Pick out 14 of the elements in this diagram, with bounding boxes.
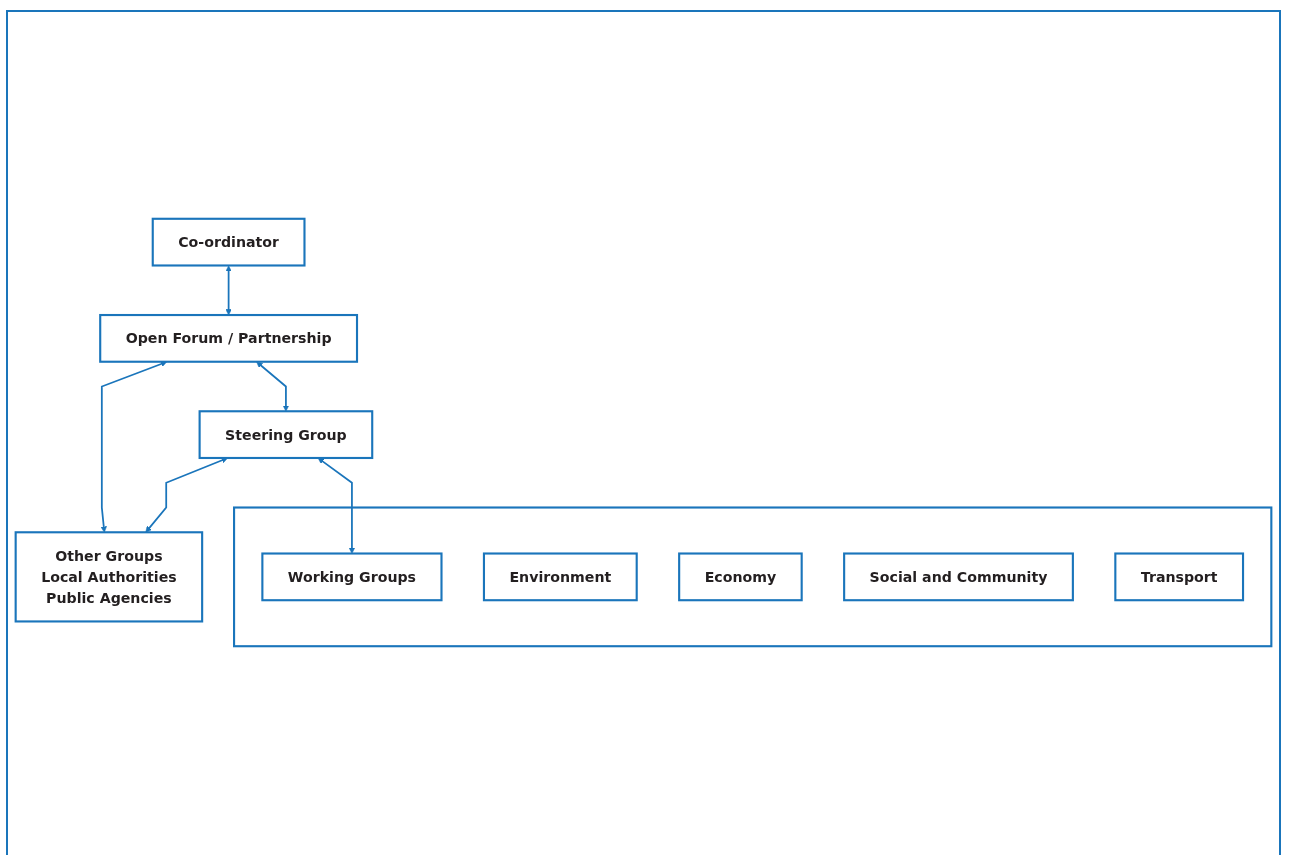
arrow xyxy=(225,265,232,316)
node-box: Working Groups xyxy=(261,552,443,602)
node-box: Economy xyxy=(678,552,803,602)
cluster xyxy=(233,506,1273,648)
node-box: Co-ordinator xyxy=(151,217,306,267)
node-box: Steering Group xyxy=(198,410,374,460)
node-box: Open Forum / Partnership xyxy=(99,313,359,363)
node-box: Social and Community xyxy=(843,552,1074,602)
arrow xyxy=(256,361,290,412)
node-box: Transport xyxy=(1114,552,1245,602)
node-box: Other Groups Local Authorities Public Agencies xyxy=(14,531,204,623)
arrow xyxy=(317,457,356,554)
node-box: Environment xyxy=(482,552,638,602)
arrow xyxy=(145,457,228,533)
